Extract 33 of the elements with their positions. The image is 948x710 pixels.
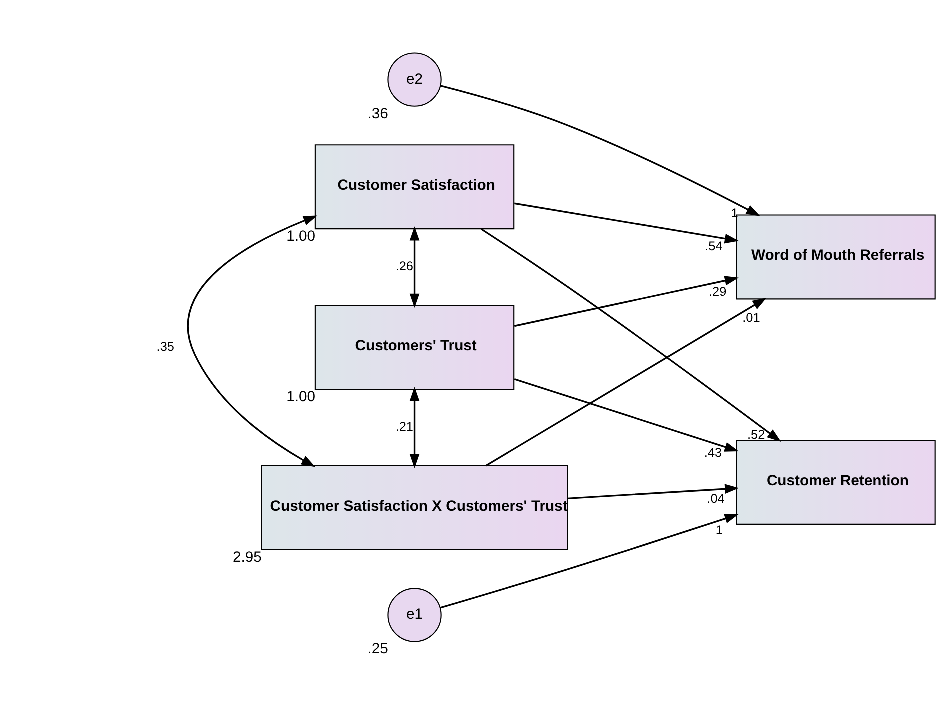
- arrow: [514, 202, 739, 244]
- node-box: Word of Mouth Referrals: [736, 214, 936, 300]
- node-circle: e2: [388, 52, 442, 106]
- node-label: .25: [368, 641, 388, 658]
- edge-label: 1: [716, 522, 723, 537]
- node-label: 1.00: [286, 228, 316, 244]
- arrow: [480, 228, 782, 442]
- edge-label: .21: [396, 418, 414, 434]
- arrow: [410, 386, 420, 468]
- arrow: [568, 484, 740, 500]
- arrow: [440, 514, 739, 608]
- arrow: [187, 215, 318, 467]
- node-box: Customer Satisfaction: [314, 144, 515, 230]
- arrow: [514, 276, 739, 327]
- node-label: 2.95: [232, 549, 262, 566]
- edge-label: .26: [396, 258, 414, 274]
- arrow: [410, 226, 420, 308]
- arrow: [514, 378, 739, 452]
- node-label: 1.00: [286, 388, 316, 405]
- arrow: [486, 298, 767, 466]
- edge-label: .43: [704, 444, 722, 460]
- node-box: Customer Retention: [736, 439, 936, 524]
- arrow: [440, 84, 760, 216]
- edge-label: .29: [708, 283, 727, 298]
- node-label: .36: [368, 106, 388, 122]
- edge-label: .04: [707, 490, 725, 506]
- edge-label: .01: [742, 309, 760, 324]
- node-circle: e1: [388, 588, 442, 642]
- edge-label: 1: [731, 204, 738, 220]
- node-box: Customers' Trust: [314, 304, 515, 390]
- edge-label: .52: [748, 426, 766, 442]
- edge-label: .35: [156, 338, 174, 354]
- edge-label: .54: [705, 238, 723, 253]
